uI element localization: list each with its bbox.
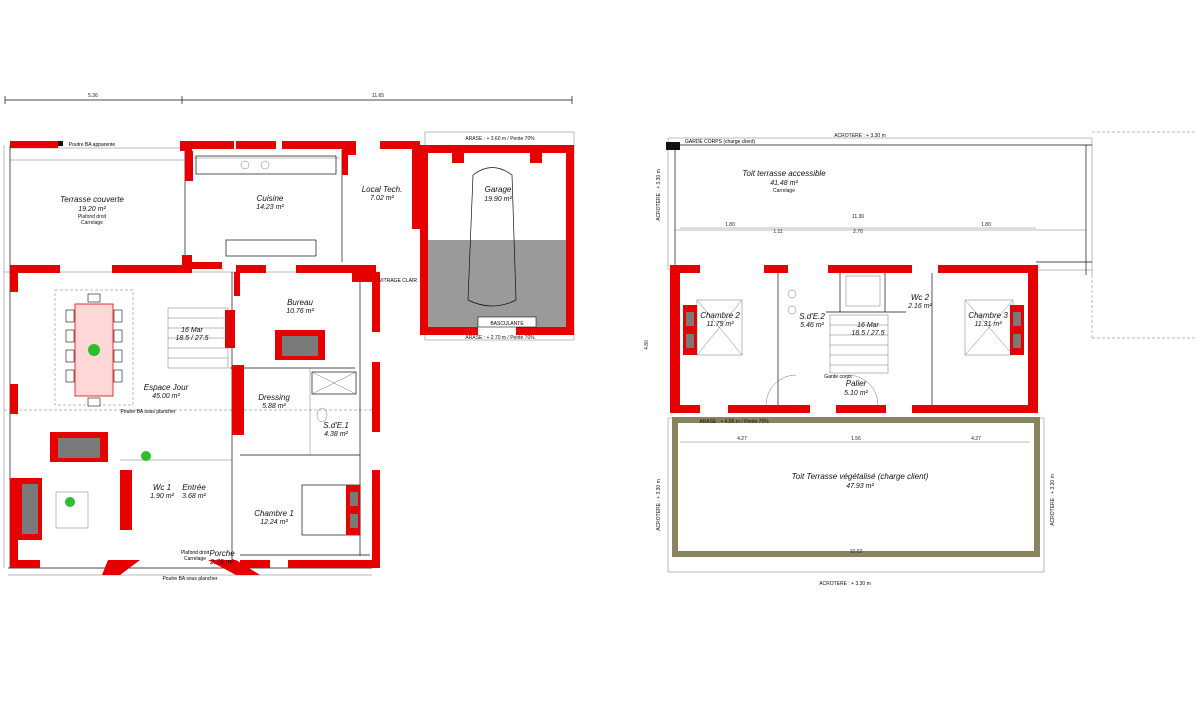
dim-d6: 4.27 (737, 436, 747, 442)
dim-label-right: 11.65 (372, 93, 384, 99)
room-area-espace: 45.00 m² (152, 393, 180, 400)
acrotere-side-left: ACROTERE : + 3.30 m (656, 169, 662, 221)
dim-d8: 4.27 (971, 436, 981, 442)
room-area-chambre2: 11.75 m² (706, 321, 734, 328)
room-name-chambre3: Chambre 3 (968, 311, 1008, 320)
room-name-cuisine: Cuisine (257, 194, 284, 203)
svg-text:Plafond droit: Plafond droit (78, 214, 107, 220)
kitchen-island (225, 239, 317, 257)
acrotere-side-right: ACROTERE : + 3.30 m (1050, 474, 1056, 526)
room-area-wc2: 2.16 m² (907, 303, 932, 310)
room-area-wc1: 1.90 m² (150, 493, 174, 500)
room-name-local: Local Tech. (362, 185, 403, 194)
room-area-dressing: 5.88 m² (262, 403, 286, 410)
svg-text:Carrelage: Carrelage (184, 556, 206, 562)
garage-shaded-area (428, 240, 566, 327)
room-name-toit-acc: Toit terrasse accessible (742, 169, 826, 178)
garde-corps-note: GARDE CORPS (charge client) (685, 139, 755, 145)
poutre-note-bottom: Poutre BA sous plancher (162, 576, 217, 582)
room-name-espace: Espace Jour (144, 383, 189, 392)
room-name-bureau: Bureau (287, 298, 313, 307)
room-area-terrasse: 19.20 m² (78, 206, 106, 213)
room-area-chambre1: 12.24 m² (260, 519, 288, 526)
room-name-garage: Garage (485, 185, 512, 194)
arase-top-note: ARASE : + 3.60 m / Pente 70% (465, 136, 535, 142)
dim-d4: 1.80 (981, 222, 991, 228)
tv-unit (120, 470, 132, 530)
first-floor-plan: ACROTERE : + 3.30 m GARDE CORPS (charge … (644, 131, 1196, 587)
car-icon (467, 167, 517, 307)
room-name-palier: Palier (846, 379, 867, 388)
plant-icon-2 (65, 497, 75, 507)
first-floor-staircase (829, 314, 889, 374)
svg-text:Plafond droit: Plafond droit (181, 550, 210, 556)
acrotere-top: ACROTERE : + 3.30 m (834, 133, 886, 139)
dim-label-left: 5.36 (88, 93, 98, 99)
dim-d5: 11.30 (852, 214, 864, 220)
svg-text:Carrelage: Carrelage (81, 220, 103, 226)
room-area-bureau: 10.76 m² (286, 308, 314, 315)
stair-label-1st: 16 Mar (857, 322, 879, 329)
room-area-palier: 5.10 m² (844, 390, 868, 397)
dim-d7: 1.56 (851, 436, 861, 442)
svg-text:Carrelage: Carrelage (773, 188, 795, 194)
room-area-garage: 19.90 m² (484, 196, 512, 203)
arase-1st-note: ARASE : + 6.86 m / Pente 70% (699, 419, 769, 425)
room-name-toit-veg: Toit Terrasse végétalisé (charge client) (792, 472, 929, 481)
vitrage-note: VITRAGE CLAIR (379, 278, 417, 284)
plant-icon (88, 344, 100, 356)
dim-d9: 4.80 (644, 340, 650, 350)
stair-ratio-1st: 18.5 / 27.5 (851, 330, 884, 337)
room-area-entree: 3.68 m² (182, 493, 206, 500)
ground-floor-plan: 5.36 11.65 (3, 93, 575, 582)
room-area-sde1: 4.38 m² (324, 431, 348, 438)
acrotere-bottom: ACROTERE : + 3.30 m (819, 581, 871, 587)
kitchen-counter (195, 155, 337, 175)
room-name-entree: Entrée (182, 483, 206, 492)
dim-d3: 2.70 (853, 229, 863, 235)
green-roof-border (672, 417, 1040, 557)
svg-text:Garde corps: Garde corps (824, 374, 852, 380)
room-name-wc2: Wc 2 (911, 293, 930, 302)
arase-bottom-note: ARASE : + 2.70 m / Pente 70% (465, 335, 535, 341)
room-name-porche: Porche (209, 549, 235, 558)
room-name-wc1: Wc 1 (153, 483, 171, 492)
poutre-note: Poutre BA sous plancher (120, 409, 175, 415)
dim-d1: 1.80 (725, 222, 735, 228)
room-name-sde1: S.d'E.1 (323, 421, 349, 430)
room-name-dressing: Dressing (258, 393, 290, 402)
room-area-toit-veg: 47.93 m² (846, 483, 874, 490)
acrotere-side-left-2: ACROTERE : + 3.30 m (656, 479, 662, 531)
coffee-table (55, 491, 89, 529)
room-area-sde2: 5.46 m² (800, 322, 824, 329)
room-name-chambre1: Chambre 1 (254, 509, 294, 518)
room-name-chambre2: Chambre 2 (700, 311, 740, 320)
room-area-toit-acc: 41.48 m² (770, 180, 798, 187)
room-area-porche: 2.78 m² (209, 559, 234, 566)
room-area-cuisine: 14.23 m² (256, 204, 284, 211)
poutre-apparente-note: Poutre BA apparente (69, 142, 116, 148)
room-name-terrasse: Terrasse couverte (60, 195, 124, 204)
ground-staircase (167, 307, 229, 369)
garage-door-label: BASCULANTE (490, 321, 524, 327)
stair-ratio: 18.5 / 27.5 (175, 335, 208, 342)
room-area-chambre3: 11.31 m² (974, 321, 1002, 328)
stair-label: 16 Mar (181, 327, 203, 334)
dim-d2: 1.11 (773, 229, 783, 235)
dim-d10: 10.63 (850, 549, 863, 555)
room-name-sde2: S.d'E.2 (799, 312, 825, 321)
room-area-local: 7.02 m² (370, 195, 394, 202)
